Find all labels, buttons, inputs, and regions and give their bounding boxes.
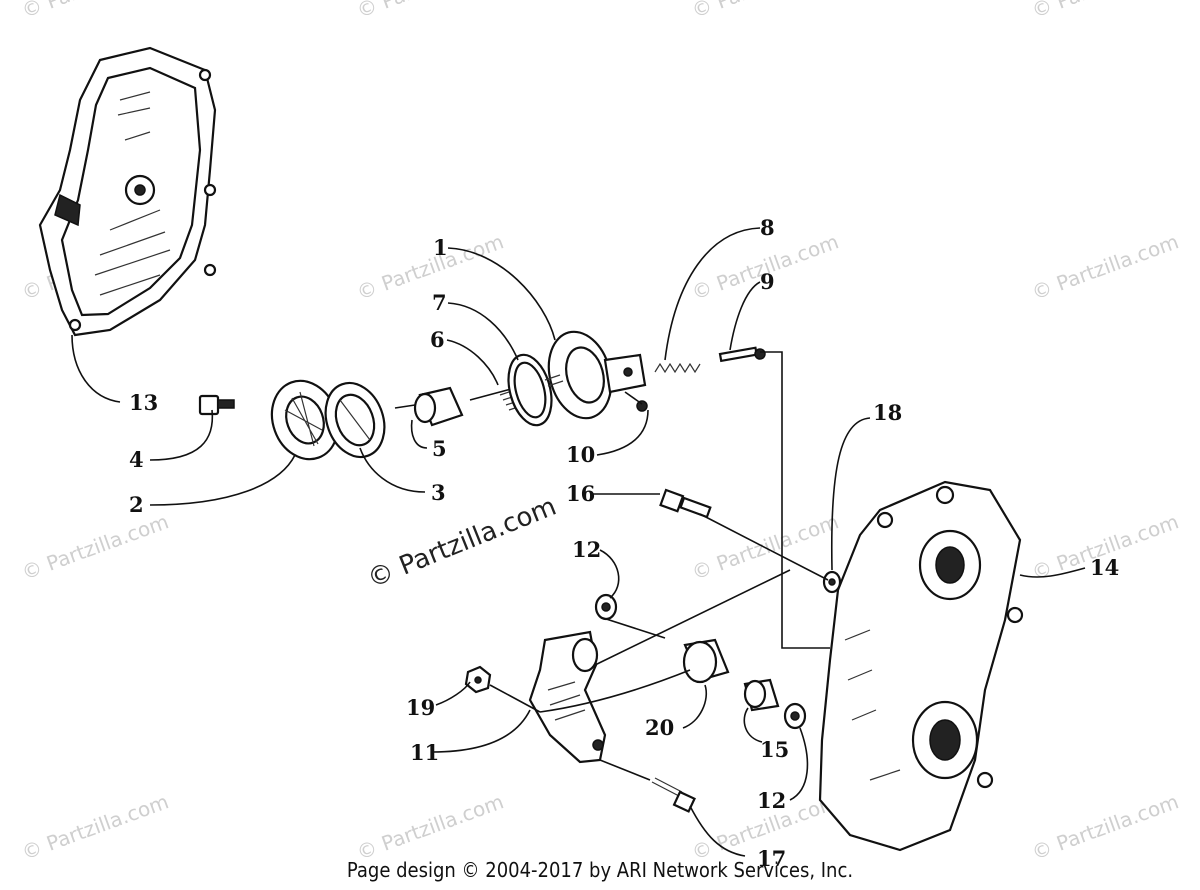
callout-16: 16 — [566, 481, 595, 506]
copyright-footer: Page design © 2004-2017 by ARI Network S… — [346, 858, 854, 882]
watermark: © Partzilla.com — [354, 229, 507, 304]
callout-7: 7 — [432, 290, 447, 315]
part-17-bolt — [651, 777, 696, 813]
callout-labels: 1 2 3 4 5 6 7 8 9 10 11 12 12 13 14 15 1… — [129, 215, 1119, 871]
leader-lines — [71, 227, 1086, 857]
callout-11: 11 — [410, 740, 439, 765]
watermark: © Partzilla.com — [19, 509, 172, 584]
callout-17: 17 — [757, 846, 786, 871]
callout-5: 5 — [432, 436, 447, 461]
callout-6: 6 — [430, 327, 445, 352]
callout-18: 18 — [873, 400, 902, 425]
watermark-center: © Partzilla.com — [363, 492, 560, 595]
part-20-bushing — [682, 638, 730, 684]
part-12-washer-b — [783, 702, 807, 730]
part-16-bolt — [659, 488, 712, 519]
watermark: © Partzilla.com — [19, 789, 172, 864]
callout-13: 13 — [129, 390, 158, 415]
part-9-pin — [718, 346, 766, 363]
callout-20: 20 — [645, 715, 674, 740]
watermark: © Partzilla.com — [19, 0, 172, 23]
part-10-screw — [624, 391, 648, 412]
part-3-ring — [324, 381, 386, 459]
callout-12-upper: 12 — [572, 537, 601, 562]
watermark: © Partzilla.com — [354, 789, 507, 864]
callout-19: 19 — [406, 695, 435, 720]
part-5-cup — [394, 386, 464, 427]
callout-4: 4 — [129, 447, 144, 472]
callout-2: 2 — [129, 492, 144, 517]
callout-3: 3 — [431, 480, 446, 505]
watermark: © Partzilla.com — [1029, 0, 1182, 23]
watermark: © Partzilla.com — [354, 0, 507, 23]
watermark: © Partzilla.com — [1029, 789, 1182, 864]
part-11-arm — [528, 630, 607, 764]
part-8-spring — [654, 362, 701, 374]
part-19-nut — [464, 665, 492, 694]
part-18-washer — [822, 570, 842, 594]
part-1-housing — [544, 330, 647, 420]
callout-12-lower: 12 — [757, 788, 786, 813]
watermark: © Partzilla.com — [1029, 229, 1182, 304]
part-7-ring — [507, 353, 553, 427]
callout-14: 14 — [1090, 555, 1119, 580]
part-13-cover — [38, 46, 217, 337]
part-12-washer-a — [594, 593, 618, 621]
part-2-plate — [270, 379, 340, 461]
callout-9: 9 — [760, 269, 775, 294]
callout-1: 1 — [433, 235, 448, 260]
callout-8: 8 — [760, 215, 775, 240]
part-4-bolt — [198, 394, 235, 416]
callout-10: 10 — [566, 442, 595, 467]
part-15-spacer — [743, 678, 780, 712]
callout-15: 15 — [760, 737, 789, 762]
watermark: © Partzilla.com — [689, 0, 842, 23]
part-14-gearcase — [818, 480, 1024, 852]
